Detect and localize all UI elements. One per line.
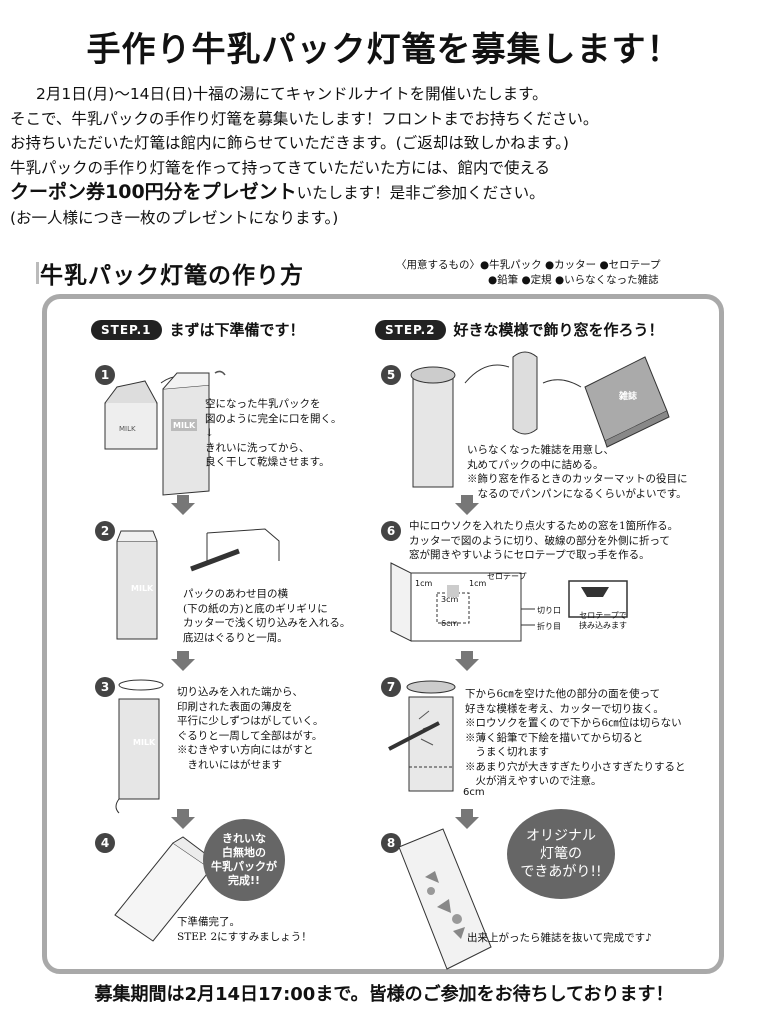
- magazine-label: 雑誌: [618, 390, 637, 402]
- magazine-roll-illustration: 雑誌: [410, 351, 670, 488]
- footer-deadline: 募集期間は2月14日17:00まで。皆様のご参加をお待ちしております！: [94, 984, 674, 1005]
- step8-description: 出来上がったら雑誌を抜いて完成です♪: [467, 932, 652, 944]
- down-arrow-icon: [455, 809, 479, 829]
- intro-text: 2月1日(月)～14日(日)十福の湯にてキャンドルナイトを開催いたします。 そこ…: [10, 82, 760, 230]
- page-title: 手作り牛乳パック灯篭を募集します！: [86, 30, 682, 70]
- down-arrow-icon: [171, 651, 195, 671]
- intro-line: 2月1日(月)～14日(日)十福の湯にてキャンドルナイトを開催いたします。: [36, 85, 548, 103]
- step5-description: いらなくなった雑誌を用意し、丸めてパックの中に詰める。※飾り窓を作るときのカッタ…: [467, 444, 688, 500]
- down-arrow-icon: [455, 651, 479, 671]
- step2-title: 好きな模様で飾り窓を作ろう！: [453, 321, 664, 339]
- dimension-label: 6cm: [441, 619, 459, 628]
- milk-label: MILK: [133, 738, 156, 747]
- materials-row: ●鉛筆 ●定規 ●いらなくなった雑誌: [488, 274, 659, 286]
- step1-header: STEP.1 まずは下準備です！: [91, 319, 305, 340]
- step2-description: パックのあわせ目の横(下の紙の方)と底のギリギリにカッターで浅く切り込みを入れる…: [183, 588, 351, 644]
- intro-line: クーポン券100円分をプレゼントいたします！是非ご参加ください。: [10, 180, 760, 206]
- milk-carton-peel-illustration: MILK: [115, 679, 164, 814]
- milk-label: MILK: [131, 584, 154, 593]
- fold-label: 折り目: [537, 622, 561, 631]
- intro-line-rest: いたします！是非ご参加ください。: [296, 184, 545, 202]
- milk-carton-cut-illustration: MILK: [116, 528, 280, 640]
- step2-badge: STEP.2: [375, 319, 446, 340]
- complete-bubble: きれいな白無地の牛乳パックが完成!!: [203, 819, 285, 901]
- step1-badge: STEP.1: [91, 319, 162, 340]
- step-number-6: 6: [381, 521, 401, 541]
- finished-lantern-illustration: [398, 828, 492, 970]
- intro-line: そこで、牛乳パックの手作り灯篭を募集いたします！フロントまでお持ちください。: [10, 109, 599, 128]
- cut-label: 切り口: [537, 606, 561, 615]
- window-cut-diagram: [390, 562, 628, 642]
- step7-description: 下から6㎝を空けた他の部分の面を使って好きな模様を考え、カッターで切り抜く。※ロ…: [465, 688, 686, 787]
- step1-title: まずは下準備です！: [169, 321, 305, 339]
- step-number-3: 3: [95, 677, 115, 697]
- step-number-7: 7: [381, 677, 401, 697]
- step-number-2: 2: [95, 521, 115, 541]
- dimension-label: 6cm: [463, 787, 485, 798]
- intro-line: (お一人様につき一枚のプレゼントになります。): [10, 208, 339, 227]
- instructions-panel: STEP.1 まずは下準備です！ STEP.2 好きな模様で飾り窓を作ろう！ 1…: [42, 294, 724, 974]
- finished-bubble: オリジナル灯篭のできあがり!!: [507, 809, 615, 899]
- howto-title: 牛乳パック灯篭の作り方: [40, 263, 304, 289]
- down-arrow-icon: [171, 809, 195, 829]
- pattern-cut-illustration: [388, 680, 456, 792]
- svg-text:MILK: MILK: [119, 425, 136, 433]
- step3-description: 切り込みを入れた端から、印刷された表面の薄皮を平行に少しずつはがしていく。ぐるり…: [177, 686, 324, 771]
- intro-line: お持ちいただいた灯篭は館内に飾らせていただきます。(ご返却は致しかねます。): [10, 134, 569, 152]
- step-number-5: 5: [381, 365, 401, 385]
- intro-line: 牛乳パックの手作り灯篭を作って持ってきていただいた方には、館内で使える: [10, 158, 551, 177]
- dimension-label: 1cm: [415, 579, 433, 588]
- down-arrow-icon: [171, 495, 195, 515]
- dimension-label: 3cm: [441, 595, 459, 604]
- dimension-label: 1cm: [469, 579, 487, 588]
- milk-carton-open-illustration: MILK MILK: [104, 370, 226, 496]
- step4-description: 下準備完了。STEP. 2にすすみましょう！: [177, 916, 312, 943]
- step-number-8: 8: [381, 833, 401, 853]
- coupon-highlight: クーポン券100円分をプレゼント: [10, 181, 297, 203]
- step1-description: 空になった牛乳パックを図のように完全に口を開く。↓きれいに洗ってから、良く干して…: [205, 398, 342, 468]
- step-number-4: 4: [95, 833, 115, 853]
- tape-label: セロテープ: [487, 572, 527, 581]
- materials-list: 〈用意するもの〉●牛乳パック ●カッター ●セロテープ ●鉛筆 ●定規 ●いらな…: [396, 258, 746, 288]
- milk-label: MILK: [173, 421, 196, 430]
- tape-note: セロテープで挟み込みます: [579, 611, 627, 630]
- step2-header: STEP.2 好きな模様で飾り窓を作ろう！: [375, 319, 664, 340]
- step6-description: 中にロウソクを入れたり点火するための窓を1箇所作る。カッターで図のように切り、破…: [409, 520, 679, 561]
- down-arrow-icon: [455, 495, 479, 515]
- step-number-1: 1: [95, 365, 115, 385]
- materials-row: 〈用意するもの〉●牛乳パック ●カッター ●セロテープ: [396, 259, 661, 271]
- section-bar: [36, 262, 39, 284]
